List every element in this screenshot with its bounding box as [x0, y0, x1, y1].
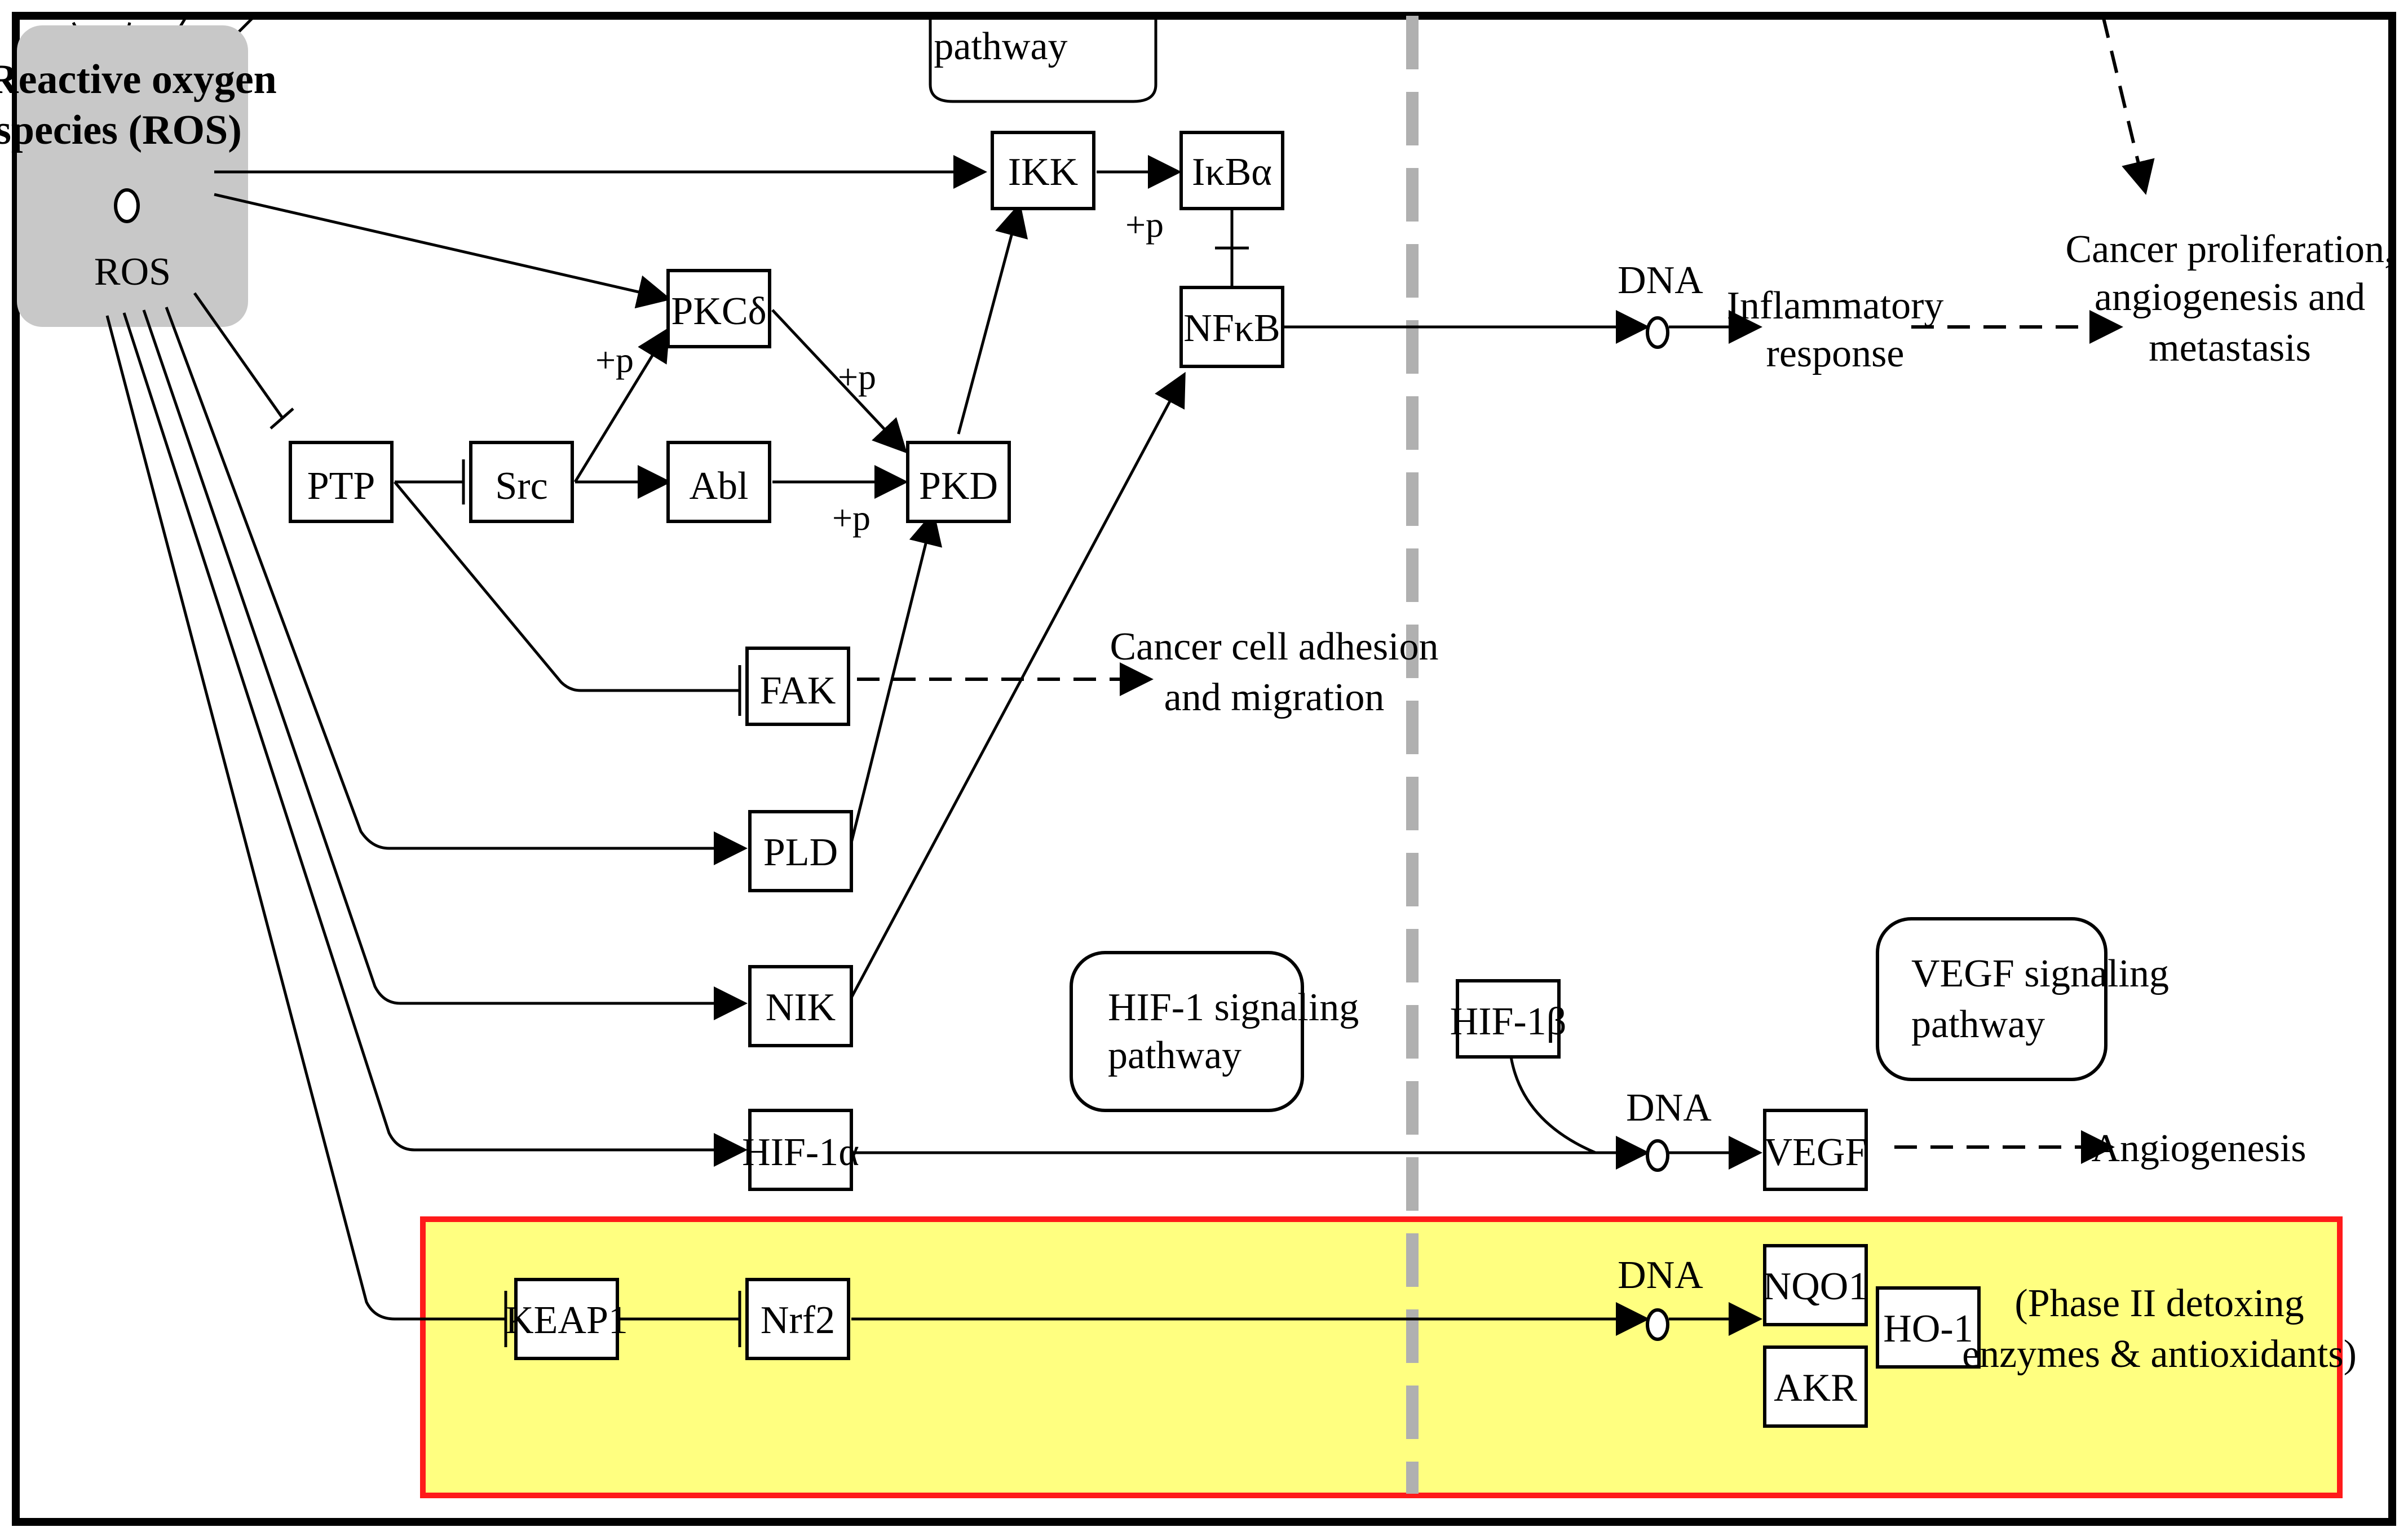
dna-circle-1 [1646, 316, 1669, 349]
node-pld[interactable]: PLD [748, 810, 853, 892]
nrf2-highlight-region [420, 1216, 2343, 1498]
vegf-pathway-line2: pathway [1911, 1003, 2045, 1046]
node-ikk-label: IKK [1008, 150, 1078, 194]
node-pkcd-label: PKCδ [671, 290, 766, 333]
dna-label-1: DNA [1618, 259, 1703, 302]
vegf-pathway-box[interactable]: VEGF signaling pathway [1876, 917, 2169, 1081]
node-abl-label: Abl [690, 464, 749, 508]
phospho-label-1: +p [1125, 205, 1164, 245]
inflammatory-line2: response [1766, 332, 1905, 375]
dna-label-3: DNA [1618, 1254, 1703, 1297]
node-hif1a-label: HIF-1α [742, 1131, 859, 1174]
phospho-label-3: +p [838, 357, 876, 397]
dashed-connections [857, 15, 2155, 1164]
ros-title-line2: species (ROS) [0, 107, 242, 153]
node-nrf2[interactable]: Nrf2 [745, 1278, 850, 1360]
node-nqo1[interactable]: NQO1 [1763, 1244, 1868, 1326]
node-pkd[interactable]: PKD [906, 441, 1011, 523]
node-pkd-label: PKD [919, 464, 998, 508]
ros-compound-circle [114, 188, 140, 223]
connections [105, 155, 1762, 1347]
node-nrf2-label: Nrf2 [761, 1299, 835, 1342]
cancer-prolif-line1: Cancer proliferation, [2065, 228, 2394, 271]
phospho-label-4: +p [832, 498, 871, 538]
node-ho1[interactable]: HO-1 [1876, 1286, 1981, 1369]
adhesion-line2: and migration [1164, 676, 1385, 719]
node-ho1-label: HO-1 [1883, 1307, 1973, 1351]
ros-label: ROS [94, 250, 171, 294]
node-fak[interactable]: FAK [745, 647, 850, 726]
top-pathway-label: pathway [934, 25, 1067, 68]
node-src-label: Src [495, 464, 547, 508]
node-pkcd[interactable]: PKCδ [666, 269, 771, 348]
node-vegf-label: VEGF [1764, 1131, 1867, 1174]
hif1-pathway-line1: HIF-1 signaling [1108, 986, 1359, 1029]
node-nfkb-label: NFκB [1183, 307, 1280, 350]
phase2-line2: enzymes & antioxidants) [1962, 1333, 2357, 1376]
vegf-pathway-line1: VEGF signaling [1911, 952, 2169, 995]
node-nik-label: NIK [766, 986, 836, 1029]
node-keap1-label: KEAP1 [505, 1299, 628, 1342]
ros-group: Reactive oxygen species (ROS) ROS [0, 16, 277, 327]
dna-circle-3 [1646, 1308, 1669, 1341]
node-hif1b-label: HIF-1β [1450, 1000, 1567, 1043]
node-akr-label: AKR [1774, 1366, 1857, 1410]
cancer-prolif-line2: angiogenesis and [2095, 276, 2365, 319]
dna-circle-2 [1646, 1139, 1669, 1172]
node-ikba[interactable]: IκBα [1179, 131, 1284, 210]
phase2-line1: (Phase II detoxing [2014, 1282, 2304, 1325]
adhesion-line1: Cancer cell adhesion [1110, 625, 1438, 669]
node-hif1b[interactable]: HIF-1β [1450, 979, 1567, 1059]
dna-label-2: DNA [1626, 1086, 1712, 1130]
node-ikba-label: IκBα [1192, 150, 1272, 194]
node-abl[interactable]: Abl [666, 441, 771, 523]
node-nfkb[interactable]: NFκB [1179, 286, 1284, 368]
cancer-prolif-line3: metastasis [2149, 326, 2311, 370]
phospho-label-2: +p [595, 340, 634, 380]
top-pathway-box [929, 16, 1157, 103]
node-vegf[interactable]: VEGF [1763, 1109, 1868, 1191]
outer-frame [12, 12, 2396, 1526]
node-src[interactable]: Src [469, 441, 574, 523]
ros-background [17, 25, 248, 327]
node-pld-label: PLD [763, 831, 838, 874]
node-ptp-label: PTP [307, 464, 375, 508]
inflammatory-line1: Inflammatory [1727, 284, 1944, 327]
node-nik[interactable]: NIK [748, 965, 853, 1047]
node-akr[interactable]: AKR [1763, 1345, 1868, 1428]
node-ikk[interactable]: IKK [991, 131, 1095, 210]
node-keap1[interactable]: KEAP1 [505, 1278, 628, 1360]
angiogenesis-label: Angiogenesis [2091, 1127, 2306, 1170]
node-ptp[interactable]: PTP [289, 441, 394, 523]
hif1-pathway-line2: pathway [1108, 1034, 1241, 1077]
hif1-pathway-box[interactable]: HIF-1 signaling pathway [1070, 951, 1359, 1112]
node-hif1a[interactable]: HIF-1α [742, 1109, 859, 1191]
node-fak-label: FAK [760, 669, 836, 712]
node-nqo1-label: NQO1 [1763, 1265, 1868, 1308]
ros-title-line1: Reactive oxygen [0, 56, 277, 103]
